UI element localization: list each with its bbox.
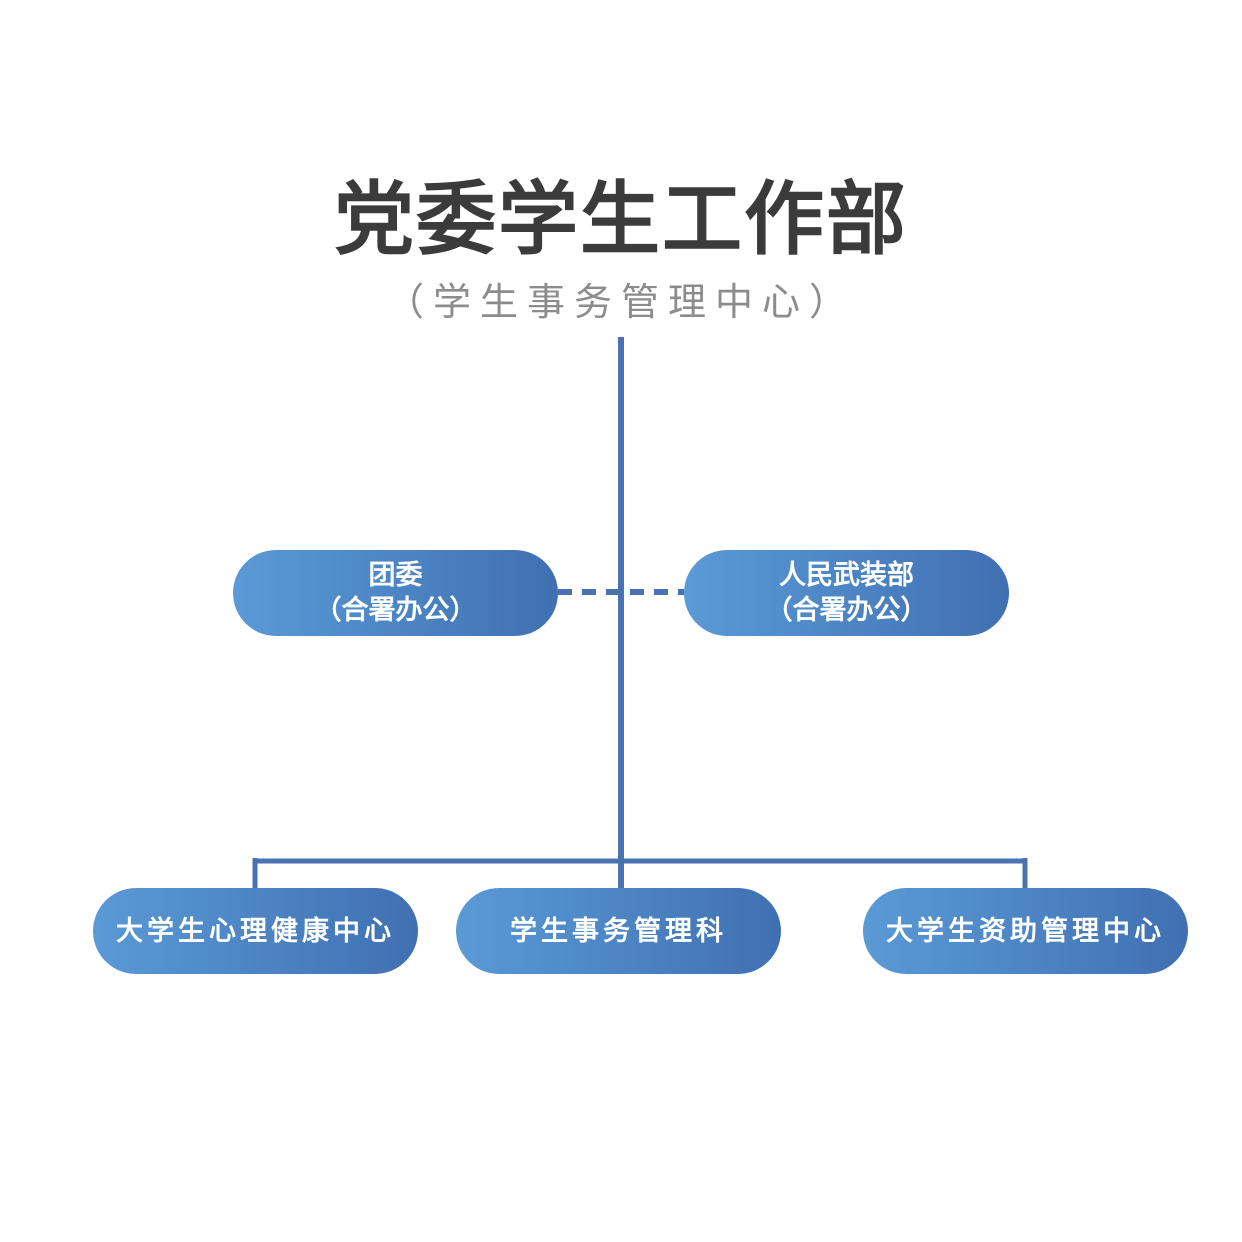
node-mental-health-center-name: 大学生心理健康中心 (116, 915, 395, 947)
node-student-affairs-office-name: 学生事务管理科 (510, 915, 727, 947)
node-youth-league-note: （合署办公） (314, 595, 477, 626)
node-mental-health-center: 大学生心理健康中心 (93, 888, 418, 974)
node-financial-aid-center: 大学生资助管理中心 (863, 888, 1188, 974)
page-title: 党委学生工作部 (334, 173, 908, 266)
node-youth-league-name: 团委 (368, 560, 423, 591)
node-financial-aid-center-name: 大学生资助管理中心 (886, 915, 1165, 947)
node-student-affairs-office: 学生事务管理科 (456, 888, 781, 974)
node-armed-forces-note: （合署办公） (765, 595, 928, 626)
node-youth-league: 团委 （合署办公） (233, 550, 558, 636)
node-armed-forces-name: 人民武装部 (779, 560, 914, 591)
page-subtitle: （学生事务管理中心） (385, 280, 856, 324)
node-armed-forces: 人民武装部 （合署办公） (684, 550, 1009, 636)
